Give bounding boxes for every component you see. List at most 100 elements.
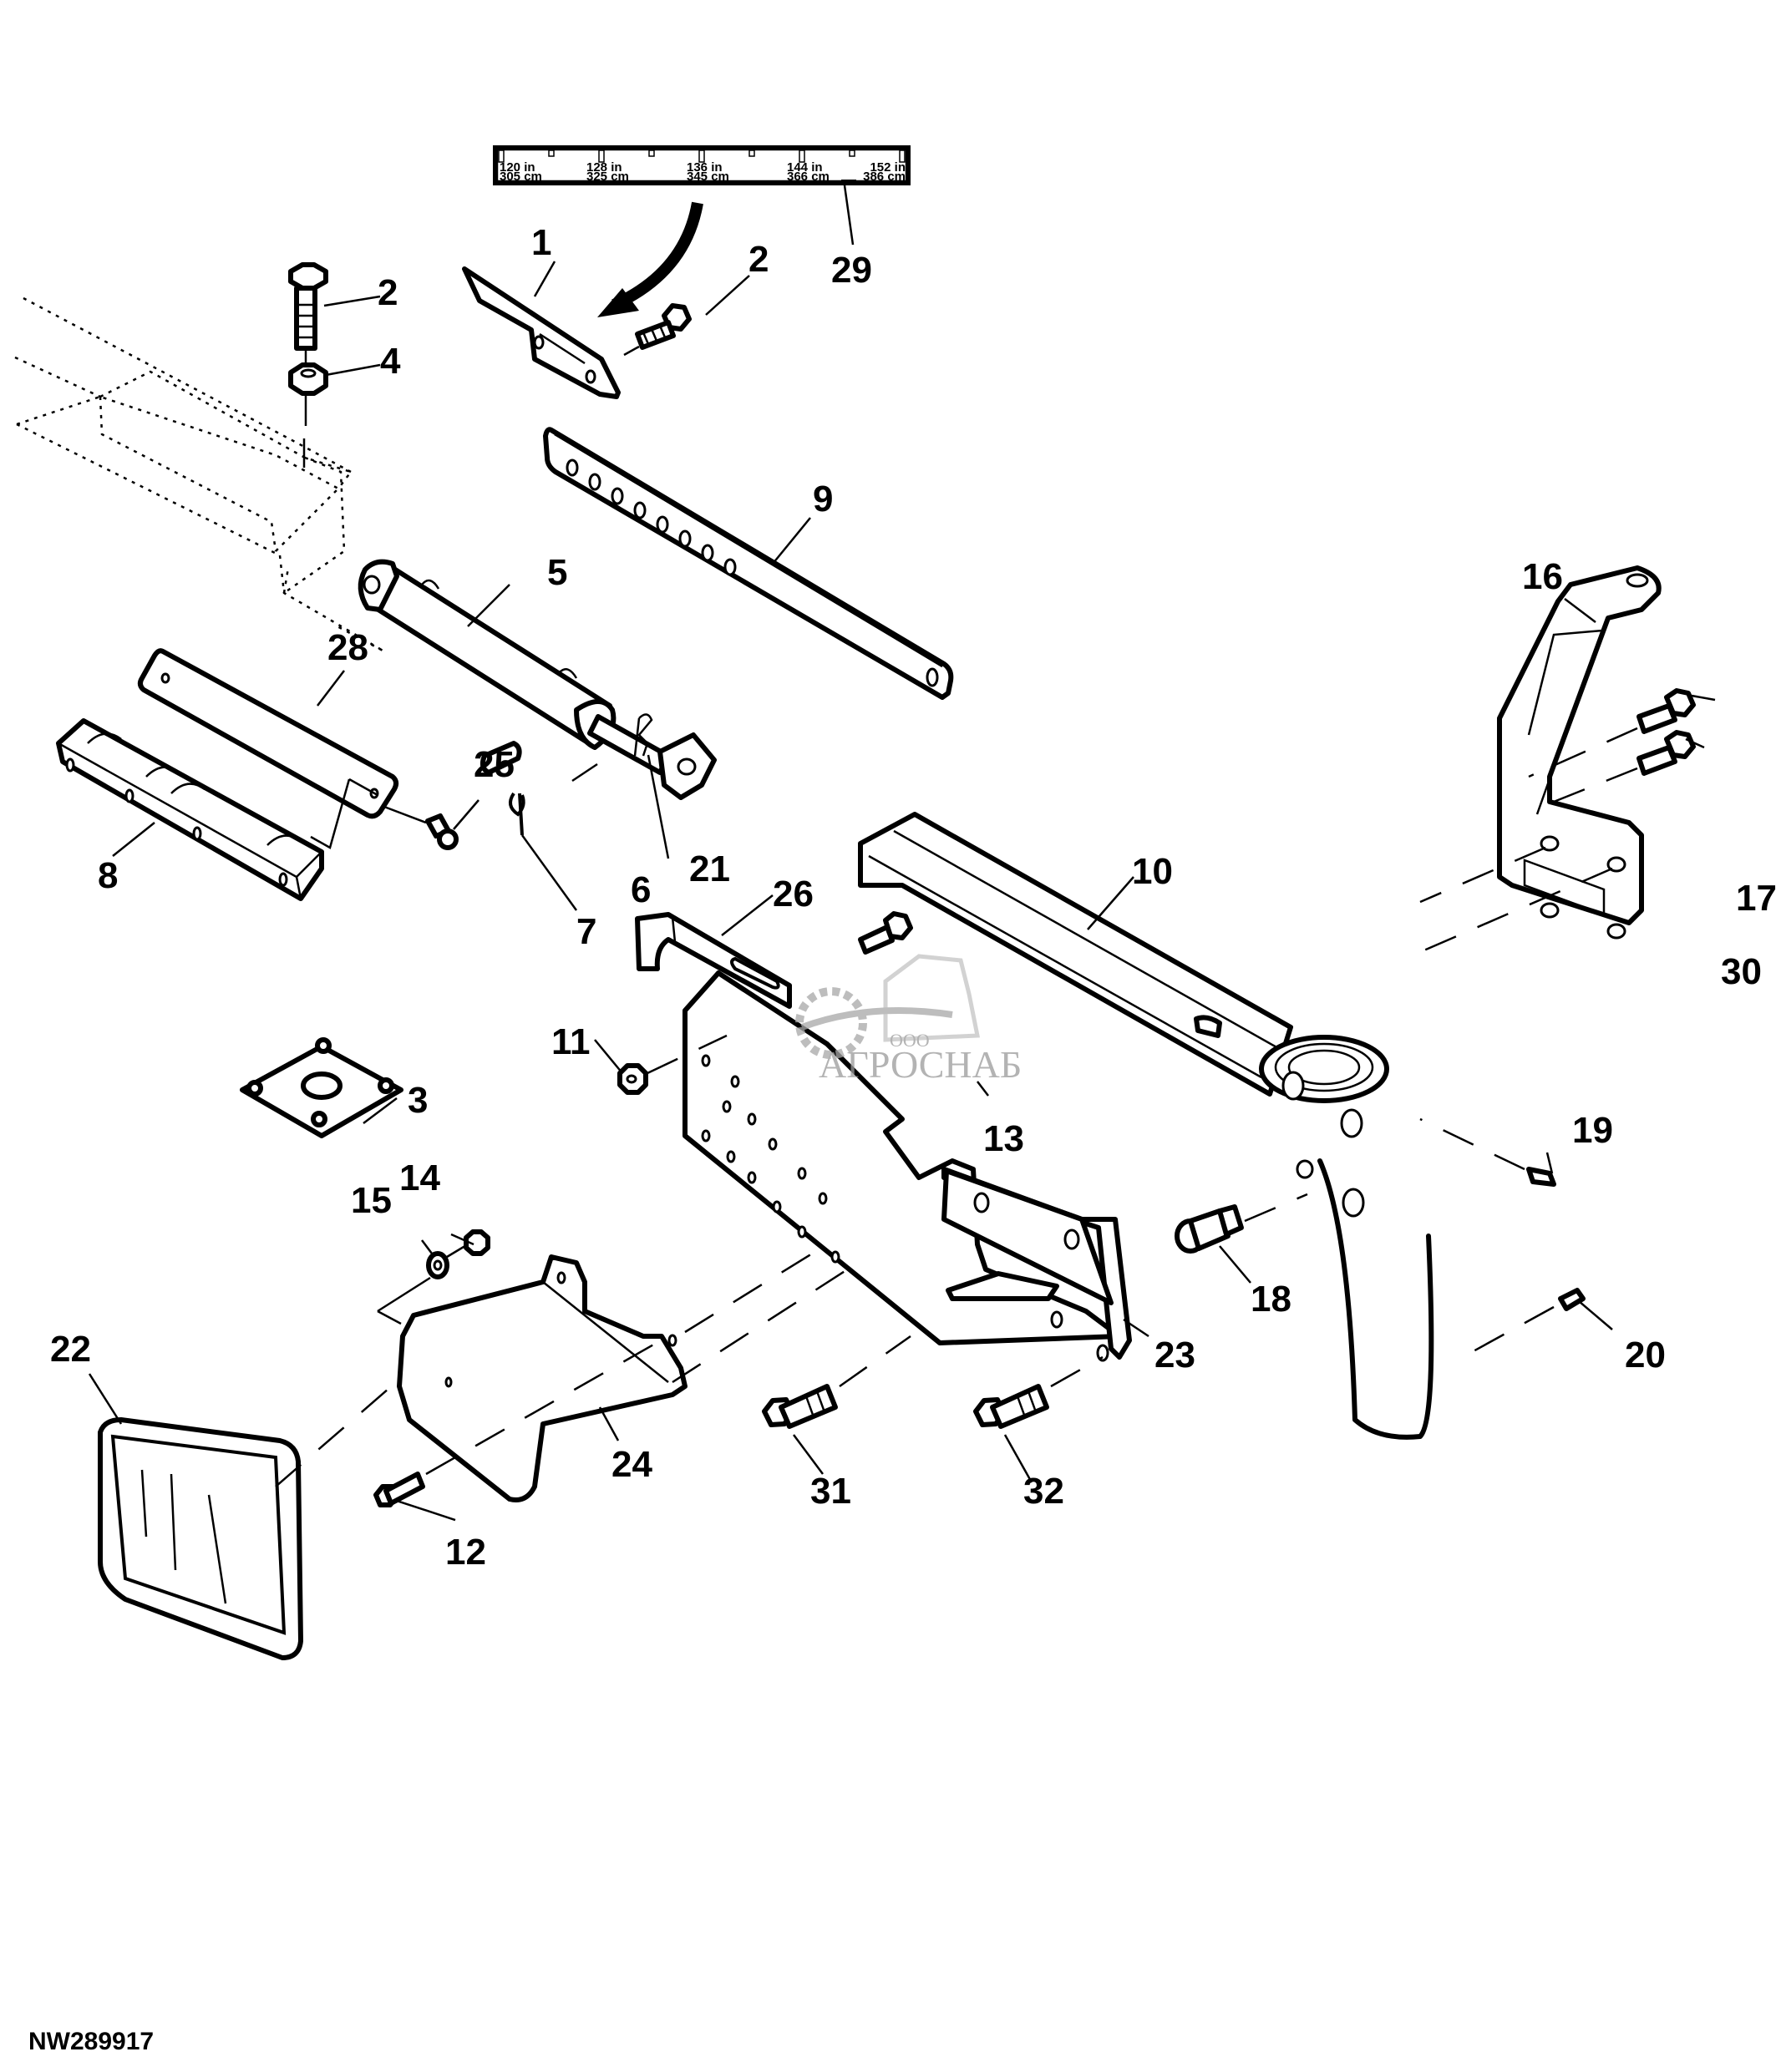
strap-26 xyxy=(635,912,792,1009)
callouts: 1 2 29 2 4 9 5 16 28 25 21 8 6 17 10 26 … xyxy=(50,222,1776,1573)
lynch-pin-7 xyxy=(509,792,525,836)
pivot-post xyxy=(1259,1035,1434,1440)
callout-1: 1 xyxy=(531,222,551,263)
ruler-major-tick xyxy=(598,149,605,163)
fitting-18 xyxy=(1175,1204,1244,1254)
callout-9: 9 xyxy=(813,479,833,519)
ruler-label-in: 120 in xyxy=(500,160,535,175)
plate-hole xyxy=(797,1225,807,1239)
callout-11: 11 xyxy=(551,1021,591,1062)
ruler-label-cm: 325 cm xyxy=(586,170,629,184)
plate-hole xyxy=(701,1129,711,1142)
callout-29: 29 xyxy=(831,250,872,291)
callout-28: 28 xyxy=(327,627,368,668)
bar-hole xyxy=(701,544,714,562)
leader-lines xyxy=(88,261,1716,1522)
plate-hole xyxy=(726,1150,736,1163)
pad-23 xyxy=(941,1167,1132,1362)
ruler-label-in: 136 in xyxy=(687,160,723,175)
plate-hole xyxy=(722,1100,732,1113)
bar-hole xyxy=(566,458,579,477)
plate-hole xyxy=(730,1075,740,1088)
plate-hole xyxy=(747,1171,757,1184)
callout-19: 19 xyxy=(1572,1110,1613,1151)
ruler-label-cm: 386 cm xyxy=(863,170,906,184)
bar-hole xyxy=(588,473,601,491)
nut-4 xyxy=(288,362,328,396)
callout-20: 20 xyxy=(1625,1335,1666,1375)
ruler-minor-tick xyxy=(849,149,855,157)
plate-hole xyxy=(701,1054,711,1067)
ruler-label-cm: 305 cm xyxy=(500,170,542,184)
ruler-major-tick xyxy=(799,149,805,163)
ruler-minor-tick xyxy=(648,149,655,157)
adjustment-bar-9 xyxy=(543,427,954,700)
watermark-name: АГРОСНАБ xyxy=(819,1043,1022,1086)
grease-fitting-19 xyxy=(1526,1167,1556,1187)
callout-21: 21 xyxy=(689,849,730,889)
install-arrow xyxy=(597,201,703,317)
watermark-prefix: ООО xyxy=(890,1030,930,1051)
hydraulic-cylinder-5 xyxy=(358,559,717,800)
nut-14 xyxy=(464,1229,490,1256)
plate-hole xyxy=(747,1112,757,1126)
plate-hole xyxy=(797,1167,807,1180)
watermark-logo: ООО АГРОСНАБ xyxy=(795,954,1022,1086)
figure-id: NW289917 xyxy=(28,2028,155,2055)
callout-7: 7 xyxy=(576,911,596,952)
ruler-minor-tick xyxy=(548,149,555,157)
channel-guide-8 xyxy=(56,718,324,901)
ruler-label-cm: 345 cm xyxy=(687,170,729,184)
callout-25: 25 xyxy=(474,744,515,785)
callout-30: 30 xyxy=(1721,951,1762,992)
bar-hole xyxy=(723,558,737,576)
bar-hole xyxy=(633,501,647,519)
ruler-label-in: 152 in xyxy=(870,160,906,175)
callout-24: 24 xyxy=(611,1444,652,1485)
callout-23: 23 xyxy=(1154,1335,1195,1375)
ruler-major-tick xyxy=(698,149,705,163)
ruler-major-tick xyxy=(498,149,505,163)
upper-bracket-16 xyxy=(1497,565,1662,940)
bolt-2-vertical xyxy=(288,262,328,351)
callout-15: 15 xyxy=(351,1180,392,1221)
bolt-31 xyxy=(762,1384,838,1429)
callout-3: 3 xyxy=(408,1080,428,1121)
plate-hole xyxy=(772,1200,782,1213)
ruler-label-in: 144 in xyxy=(787,160,823,175)
bracket-plate-13 xyxy=(682,970,1122,1345)
hair-pin-21 xyxy=(633,713,653,757)
grease-fitting-20 xyxy=(1558,1288,1586,1311)
ruler-label-in: 128 in xyxy=(586,160,622,175)
ruler-label-cm: 366 cm xyxy=(787,170,830,184)
plate-hole xyxy=(830,1250,840,1264)
bolt-upper-plate xyxy=(858,911,913,955)
decal-bracket-1 xyxy=(462,266,621,399)
mirror-bracket-24 xyxy=(397,1254,688,1502)
bolt-12 xyxy=(373,1472,425,1507)
plate-hole xyxy=(818,1192,828,1205)
plate-hole xyxy=(768,1137,778,1151)
callout-18: 18 xyxy=(1251,1279,1291,1320)
callout-13: 13 xyxy=(983,1118,1024,1159)
callout-6: 6 xyxy=(631,869,651,910)
bar-hole xyxy=(678,529,692,548)
callout-4: 4 xyxy=(380,341,401,382)
pin-6 xyxy=(480,741,522,775)
washer-15 xyxy=(426,1251,449,1279)
bolt-17 xyxy=(1636,688,1696,734)
ruler-major-tick xyxy=(899,149,906,163)
bolt-2-flange xyxy=(635,303,692,350)
frame-tube-ghost xyxy=(14,296,385,653)
mirror-22 xyxy=(98,1417,303,1660)
arm-10 xyxy=(858,812,1293,1097)
bolt-32 xyxy=(973,1384,1049,1429)
bar-hole xyxy=(611,487,624,505)
callout-10: 10 xyxy=(1132,851,1173,892)
screw-25 xyxy=(425,813,459,850)
callout-22: 22 xyxy=(50,1329,91,1370)
bolt-30 xyxy=(1636,730,1696,776)
callout-2: 2 xyxy=(748,239,769,280)
callout-2-vertical: 2 xyxy=(378,272,398,313)
